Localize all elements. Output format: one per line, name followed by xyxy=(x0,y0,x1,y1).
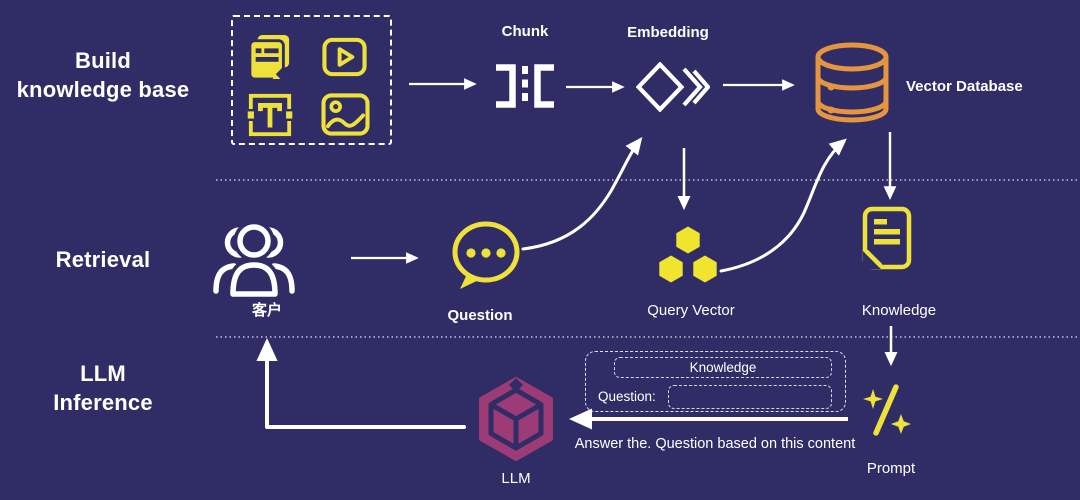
hexagon-cluster-icon xyxy=(659,226,717,283)
arrow-llm-feedback-to-customer xyxy=(256,337,466,429)
query-vector-label: Query Vector xyxy=(647,302,735,319)
user-group-icon xyxy=(213,220,295,301)
chat-bubble-icon xyxy=(452,221,520,289)
knowledge-sources-box xyxy=(231,15,392,145)
prompt-question-slot xyxy=(668,385,832,409)
cube-hexagon-icon xyxy=(479,377,553,461)
text-icon xyxy=(245,93,295,137)
curve-question-to-embedding xyxy=(521,137,643,251)
llm-inference-title-line2: Inference xyxy=(53,390,153,415)
prompt-question-label: Question: xyxy=(598,389,656,404)
sparkle-wand-icon xyxy=(863,384,911,436)
customer-label: 客户 xyxy=(251,302,282,319)
prompt-knowledge-slot: Knowledge xyxy=(614,357,832,378)
prompt-template-box: Knowledge Question: xyxy=(585,351,846,412)
document-icon xyxy=(862,206,912,270)
image-icon xyxy=(321,93,370,136)
vector-database-label: Vector Database xyxy=(906,78,1023,95)
prompt-instruction-text: Answer the. Question based on this conte… xyxy=(574,436,856,452)
section-title-build: Build knowledge base xyxy=(8,46,198,104)
section-title-llm-inference: LLM Inference xyxy=(8,359,198,417)
curve-queryvector-to-database xyxy=(719,138,847,273)
llm-inference-title-line1: LLM xyxy=(80,361,126,386)
video-icon xyxy=(322,37,367,77)
build-title-line1: Build xyxy=(75,48,131,73)
question-label: Question xyxy=(447,307,513,324)
split-brackets-icon xyxy=(496,64,554,108)
diamond-chevrons-icon xyxy=(636,62,710,112)
llm-label: LLM xyxy=(501,470,531,487)
build-title-line2: knowledge base xyxy=(16,77,190,102)
notes-icon xyxy=(248,35,290,81)
knowledge-label: Knowledge xyxy=(861,302,937,319)
chunk-label: Chunk xyxy=(501,23,549,40)
section-title-retrieval: Retrieval xyxy=(8,245,198,274)
embedding-label: Embedding xyxy=(627,24,709,41)
prompt-label: Prompt xyxy=(866,460,916,477)
retrieval-title: Retrieval xyxy=(55,247,151,272)
database-cylinder-icon xyxy=(815,42,889,123)
